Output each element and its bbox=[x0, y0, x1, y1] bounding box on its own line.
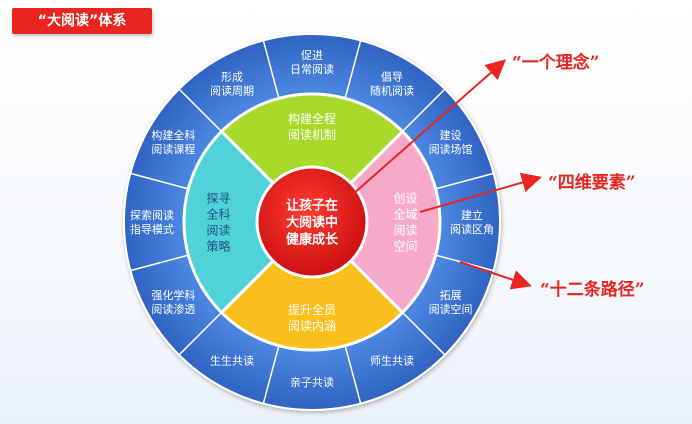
outer-segment-label: 形成阅读周期 bbox=[210, 70, 254, 97]
outer-divider bbox=[344, 345, 362, 404]
outer-divider bbox=[344, 40, 362, 99]
outer-segment-label: 构建全科阅读课程 bbox=[151, 128, 195, 156]
quadrant-top-label: 构建全程阅读机制 bbox=[288, 111, 336, 142]
callout-twelve-paths: “十二条路径” bbox=[540, 280, 645, 300]
outer-ring-dividers bbox=[130, 40, 494, 404]
outer-divider bbox=[262, 40, 280, 99]
outer-divider bbox=[178, 88, 223, 133]
outer-segment-label: 拓展阅读空间 bbox=[429, 288, 473, 316]
outer-segment-label: 强化学科阅读渗透 bbox=[151, 288, 195, 316]
arrow-four-elements bbox=[419, 172, 542, 213]
center-circle-group bbox=[255, 165, 369, 279]
outer-segment-label: 探索阅读指导模式 bbox=[130, 208, 174, 236]
quadrant-left-label: 探寻全科阅读策略 bbox=[206, 191, 230, 253]
outer-divider bbox=[262, 345, 280, 404]
callout-one-concept: “一个理念” bbox=[512, 53, 600, 73]
outer-segment-label: 倡导随机阅读 bbox=[370, 70, 414, 97]
quadrant-bottom-label: 提升全员阅读内涵 bbox=[288, 302, 336, 333]
arrow-one-concept bbox=[351, 59, 507, 196]
outer-segment-label: 建立阅读区角 bbox=[450, 208, 494, 236]
center-circle bbox=[255, 165, 369, 279]
outer-divider bbox=[435, 172, 494, 190]
outer-segment-label: 生生共读 bbox=[210, 354, 254, 368]
outer-divider bbox=[178, 311, 223, 356]
arrow-twelve-paths bbox=[459, 261, 532, 290]
outer-segment-label: 师生共读 bbox=[370, 354, 414, 368]
outer-divider bbox=[130, 254, 189, 272]
diagram-title: “大阅读”体系 bbox=[37, 13, 127, 29]
outer-segment-label: 建设阅读场馆 bbox=[429, 128, 473, 156]
outer-divider bbox=[401, 88, 446, 133]
callout-four-elements: “四维要素” bbox=[548, 173, 636, 193]
outer-divider bbox=[130, 172, 189, 190]
callout-arrows bbox=[351, 59, 542, 290]
outer-segment-label: 亲子共读 bbox=[290, 375, 334, 389]
center-label: 让孩子在大阅读中健康成长 bbox=[286, 198, 339, 248]
title-banner: “大阅读”体系 bbox=[12, 8, 152, 34]
outer-divider bbox=[401, 311, 446, 356]
quadrant-right-label: 创设全域阅读空间 bbox=[393, 191, 417, 253]
outer-segment-label: 促进日常阅读 bbox=[290, 48, 334, 76]
